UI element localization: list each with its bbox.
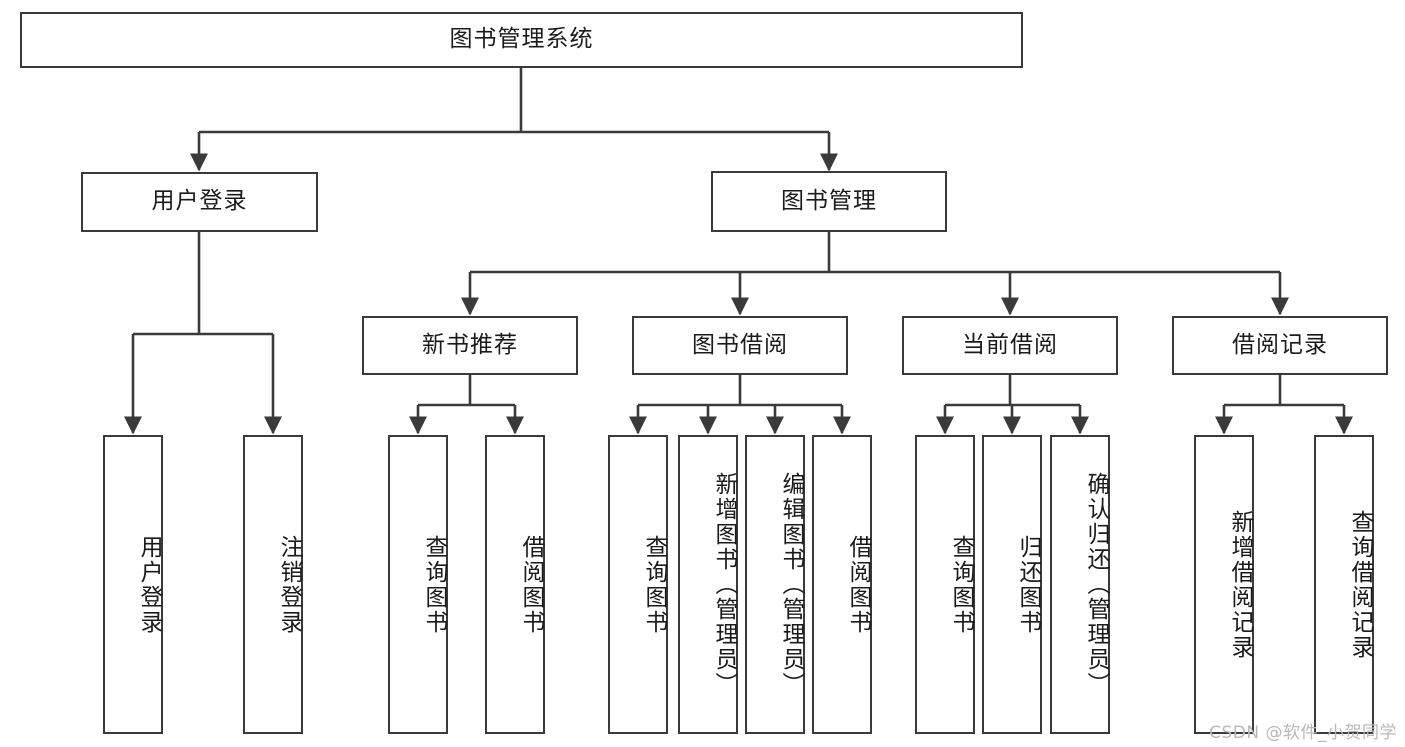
node-current-return-book[interactable]: 归还图书 (982, 435, 1042, 734)
node-recommend-borrow-book-label: 借阅图书 (518, 534, 544, 635)
node-book-manage[interactable]: 图书管理 (711, 171, 947, 232)
node-current-query-book-label: 查询图书 (948, 534, 974, 635)
node-borrow-record[interactable]: 借阅记录 (1172, 316, 1388, 375)
node-user-logout-label: 注销登录 (276, 534, 302, 635)
node-root[interactable]: 图书管理系统 (20, 12, 1023, 68)
node-recommend-borrow-book[interactable]: 借阅图书 (485, 435, 545, 734)
node-current-return-book-label: 归还图书 (1015, 534, 1041, 635)
node-borrow-query-book[interactable]: 查询图书 (608, 435, 668, 734)
node-borrow-record-label: 借阅记录 (1232, 331, 1328, 358)
node-current-borrow[interactable]: 当前借阅 (902, 316, 1118, 375)
node-user-login-do-label: 用户登录 (136, 534, 162, 635)
node-borrow-edit-book-label: 编辑图书（管理员） (778, 472, 804, 697)
node-recommend-query-book[interactable]: 查询图书 (388, 435, 448, 734)
node-current-borrow-label: 当前借阅 (962, 331, 1058, 358)
node-borrow-edit-book[interactable]: 编辑图书（管理员） (745, 435, 805, 734)
node-borrow-query-book-label: 查询图书 (641, 534, 667, 635)
node-current-confirm-return-label: 确认归还（管理员） (1083, 472, 1109, 697)
node-record-query[interactable]: 查询借阅记录 (1314, 435, 1374, 734)
node-borrow-add-book-label: 新增图书（管理员） (711, 472, 737, 697)
node-recommend-query-book-label: 查询图书 (421, 534, 447, 635)
node-book-manage-label: 图书管理 (781, 187, 877, 214)
node-user-login-do[interactable]: 用户登录 (103, 435, 163, 734)
node-book-borrow[interactable]: 图书借阅 (632, 316, 848, 375)
node-root-label: 图书管理系统 (449, 26, 594, 53)
node-record-add-label: 新增借阅记录 (1227, 509, 1253, 660)
node-record-query-label: 查询借阅记录 (1347, 509, 1373, 660)
node-record-add[interactable]: 新增借阅记录 (1194, 435, 1254, 734)
node-borrow-lend-book[interactable]: 借阅图书 (812, 435, 872, 734)
node-current-query-book[interactable]: 查询图书 (915, 435, 975, 734)
node-user-logout[interactable]: 注销登录 (243, 435, 303, 734)
node-borrow-add-book[interactable]: 新增图书（管理员） (678, 435, 738, 734)
node-borrow-lend-book-label: 借阅图书 (845, 534, 871, 635)
node-user-login-label: 用户登录 (151, 188, 248, 215)
node-user-login[interactable]: 用户登录 (81, 172, 318, 232)
node-current-confirm-return[interactable]: 确认归还（管理员） (1050, 435, 1110, 734)
node-new-book-recommend[interactable]: 新书推荐 (362, 316, 578, 375)
node-new-book-recommend-label: 新书推荐 (422, 331, 518, 358)
node-book-borrow-label: 图书借阅 (692, 331, 788, 358)
